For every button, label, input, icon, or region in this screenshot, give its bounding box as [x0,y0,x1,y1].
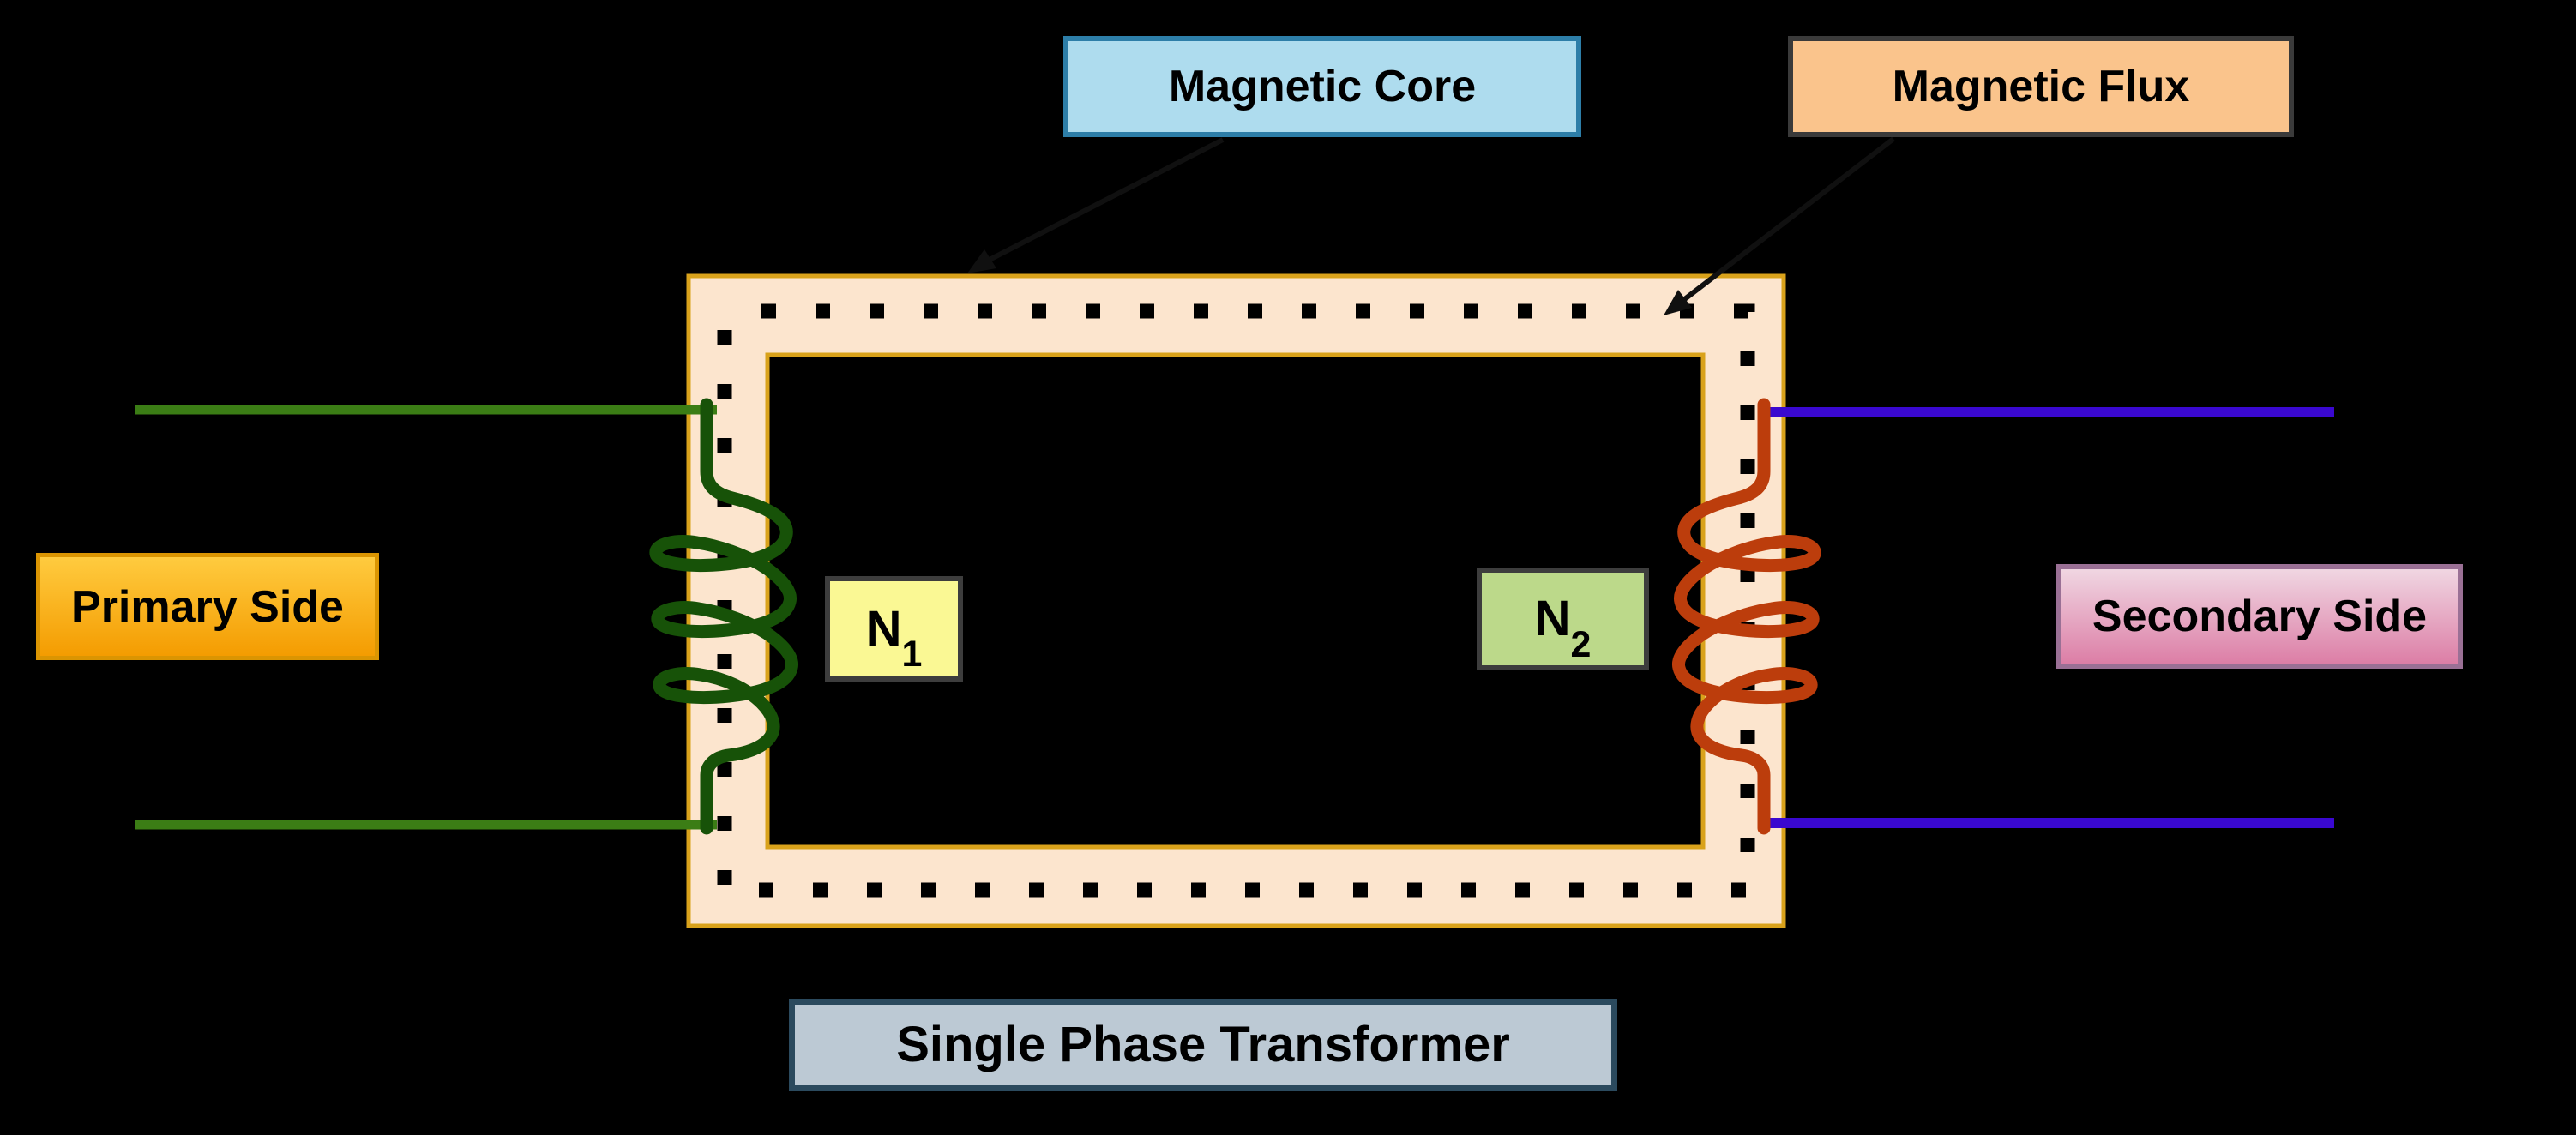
secondary-turns-label: N2 [1477,568,1649,670]
magnetic-flux-arrowhead [1664,290,1692,315]
primary-turns-label: N1 [825,576,963,682]
diagram-title-text: Single Phase Transformer [896,1017,1510,1072]
magnetic-flux-arrow-line [1681,136,1895,303]
primary-turns-subscript: 1 [901,634,923,676]
magnetic-flux-label-text: Magnetic Flux [1892,62,2190,111]
flux-dots-path [717,303,1755,898]
primary-side-label-text: Primary Side [71,581,344,632]
secondary-side-label: Secondary Side [2056,564,2463,669]
primary-coil [649,398,798,835]
primary-side-label: Primary Side [36,553,379,660]
diagram-title: Single Phase Transformer [789,999,1617,1091]
primary-turns-text: N1 [865,600,923,676]
secondary-coil [1672,398,1821,835]
magnetic-core-callout-arrowhead [967,249,996,273]
magnetic-core-label-text: Magnetic Core [1168,62,1477,111]
secondary-side-label-text: Secondary Side [2091,592,2428,641]
secondary-turns-text: N2 [1534,591,1592,665]
magnetic-core-label: Magnetic Core [1063,36,1581,137]
magnetic-core-callout-line [984,137,1225,264]
secondary-turns-subscript: 2 [1570,623,1592,665]
magnetic-flux-label: Magnetic Flux [1788,36,2294,137]
